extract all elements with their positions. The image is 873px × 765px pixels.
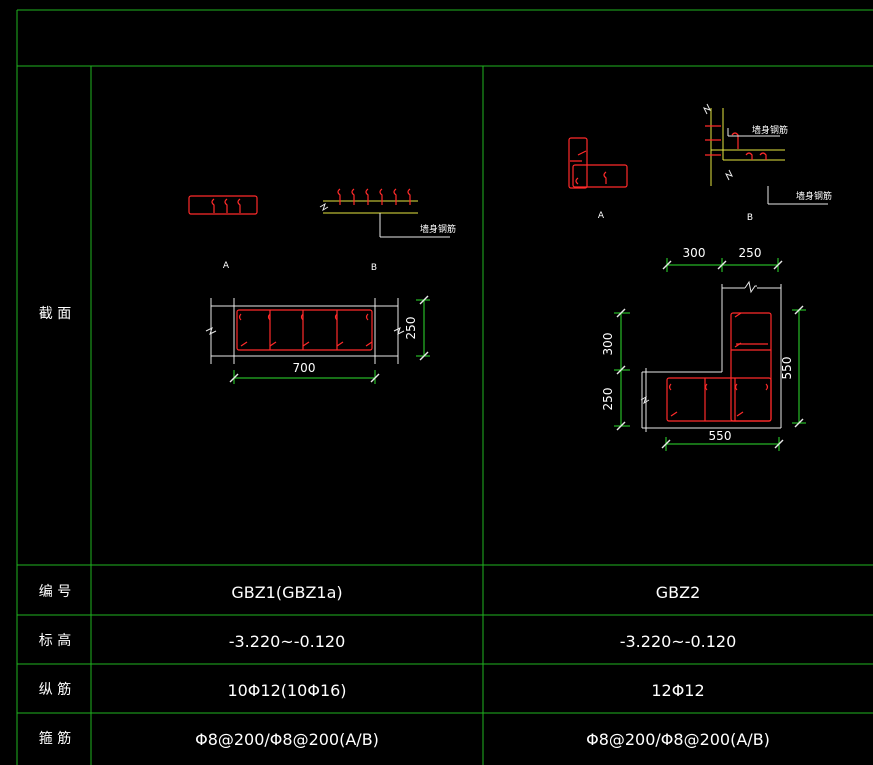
section2-main [640,280,782,432]
col1-id: GBZ1(GBZ1a) [231,583,342,602]
row-label-section: 截 面 [39,306,71,322]
section2-dim-left-upper-text: 300 [601,333,615,356]
section1-dim-width [229,370,380,384]
section2-dim-left-lower-text: 250 [601,388,615,411]
section2-dim-right [792,305,806,428]
section1-detail-a [188,195,258,215]
section1-wall-rebar-note: 墙身钢筋 [420,223,456,235]
section1-dim-height-text: 250 [404,317,418,340]
row-label-elevation: 标 高 [39,632,71,649]
col1-stirrup: Φ8@200/Φ8@200(A/B) [195,730,379,749]
section1-dim-height [416,295,430,361]
section2-dim-left [614,308,630,431]
col2-stirrup: Φ8@200/Φ8@200(A/B) [586,730,770,749]
section1-detail-a-label: A [223,261,230,271]
section1-detail-b [319,188,450,238]
row-label-longitudinal: 纵 筋 [39,681,71,698]
section2-detail-b [703,103,828,205]
col2-longitudinal: 12Φ12 [651,681,704,700]
section2-dim-top-right-text: 250 [739,246,762,260]
section1-dim-width-text: 700 [293,361,316,375]
section2-dim-top [662,258,783,272]
section2-wall-rebar-note-2: 墙身钢筋 [796,190,832,202]
col2-elevation: -3.220~-0.120 [620,632,737,651]
section2-dim-bottom-text: 550 [709,429,732,443]
col1-elevation: -3.220~-0.120 [229,632,346,651]
section2-dim-top-left-text: 300 [683,246,706,260]
section2-wall-rebar-note-1: 墙身钢筋 [752,124,788,136]
section2-dim-bottom [661,437,784,451]
section2-detail-a-label: A [598,211,605,221]
section1-detail-b-label: B [371,263,377,273]
section1-main [205,298,405,364]
section2-dim-right-text: 550 [780,357,794,380]
section2-detail-b-label: B [747,213,753,223]
col1-longitudinal: 10Φ12(10Φ16) [227,681,346,700]
table-grid [16,9,873,765]
section2-detail-a [568,137,628,189]
row-label-stirrup: 箍 筋 [39,730,71,747]
row-label-id: 编 号 [39,584,71,600]
col2-id: GBZ2 [656,583,701,602]
